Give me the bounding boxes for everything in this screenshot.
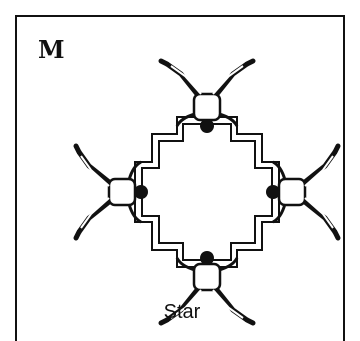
panel-label: M (38, 35, 65, 64)
jumper-top (161, 61, 253, 133)
jumper-right (266, 146, 338, 238)
star-formation-diagram (72, 57, 342, 327)
rope-frame (134, 116, 280, 268)
figure-caption: Star (163, 301, 201, 323)
figure-panel: M (15, 15, 345, 341)
jumper-left (76, 146, 148, 238)
